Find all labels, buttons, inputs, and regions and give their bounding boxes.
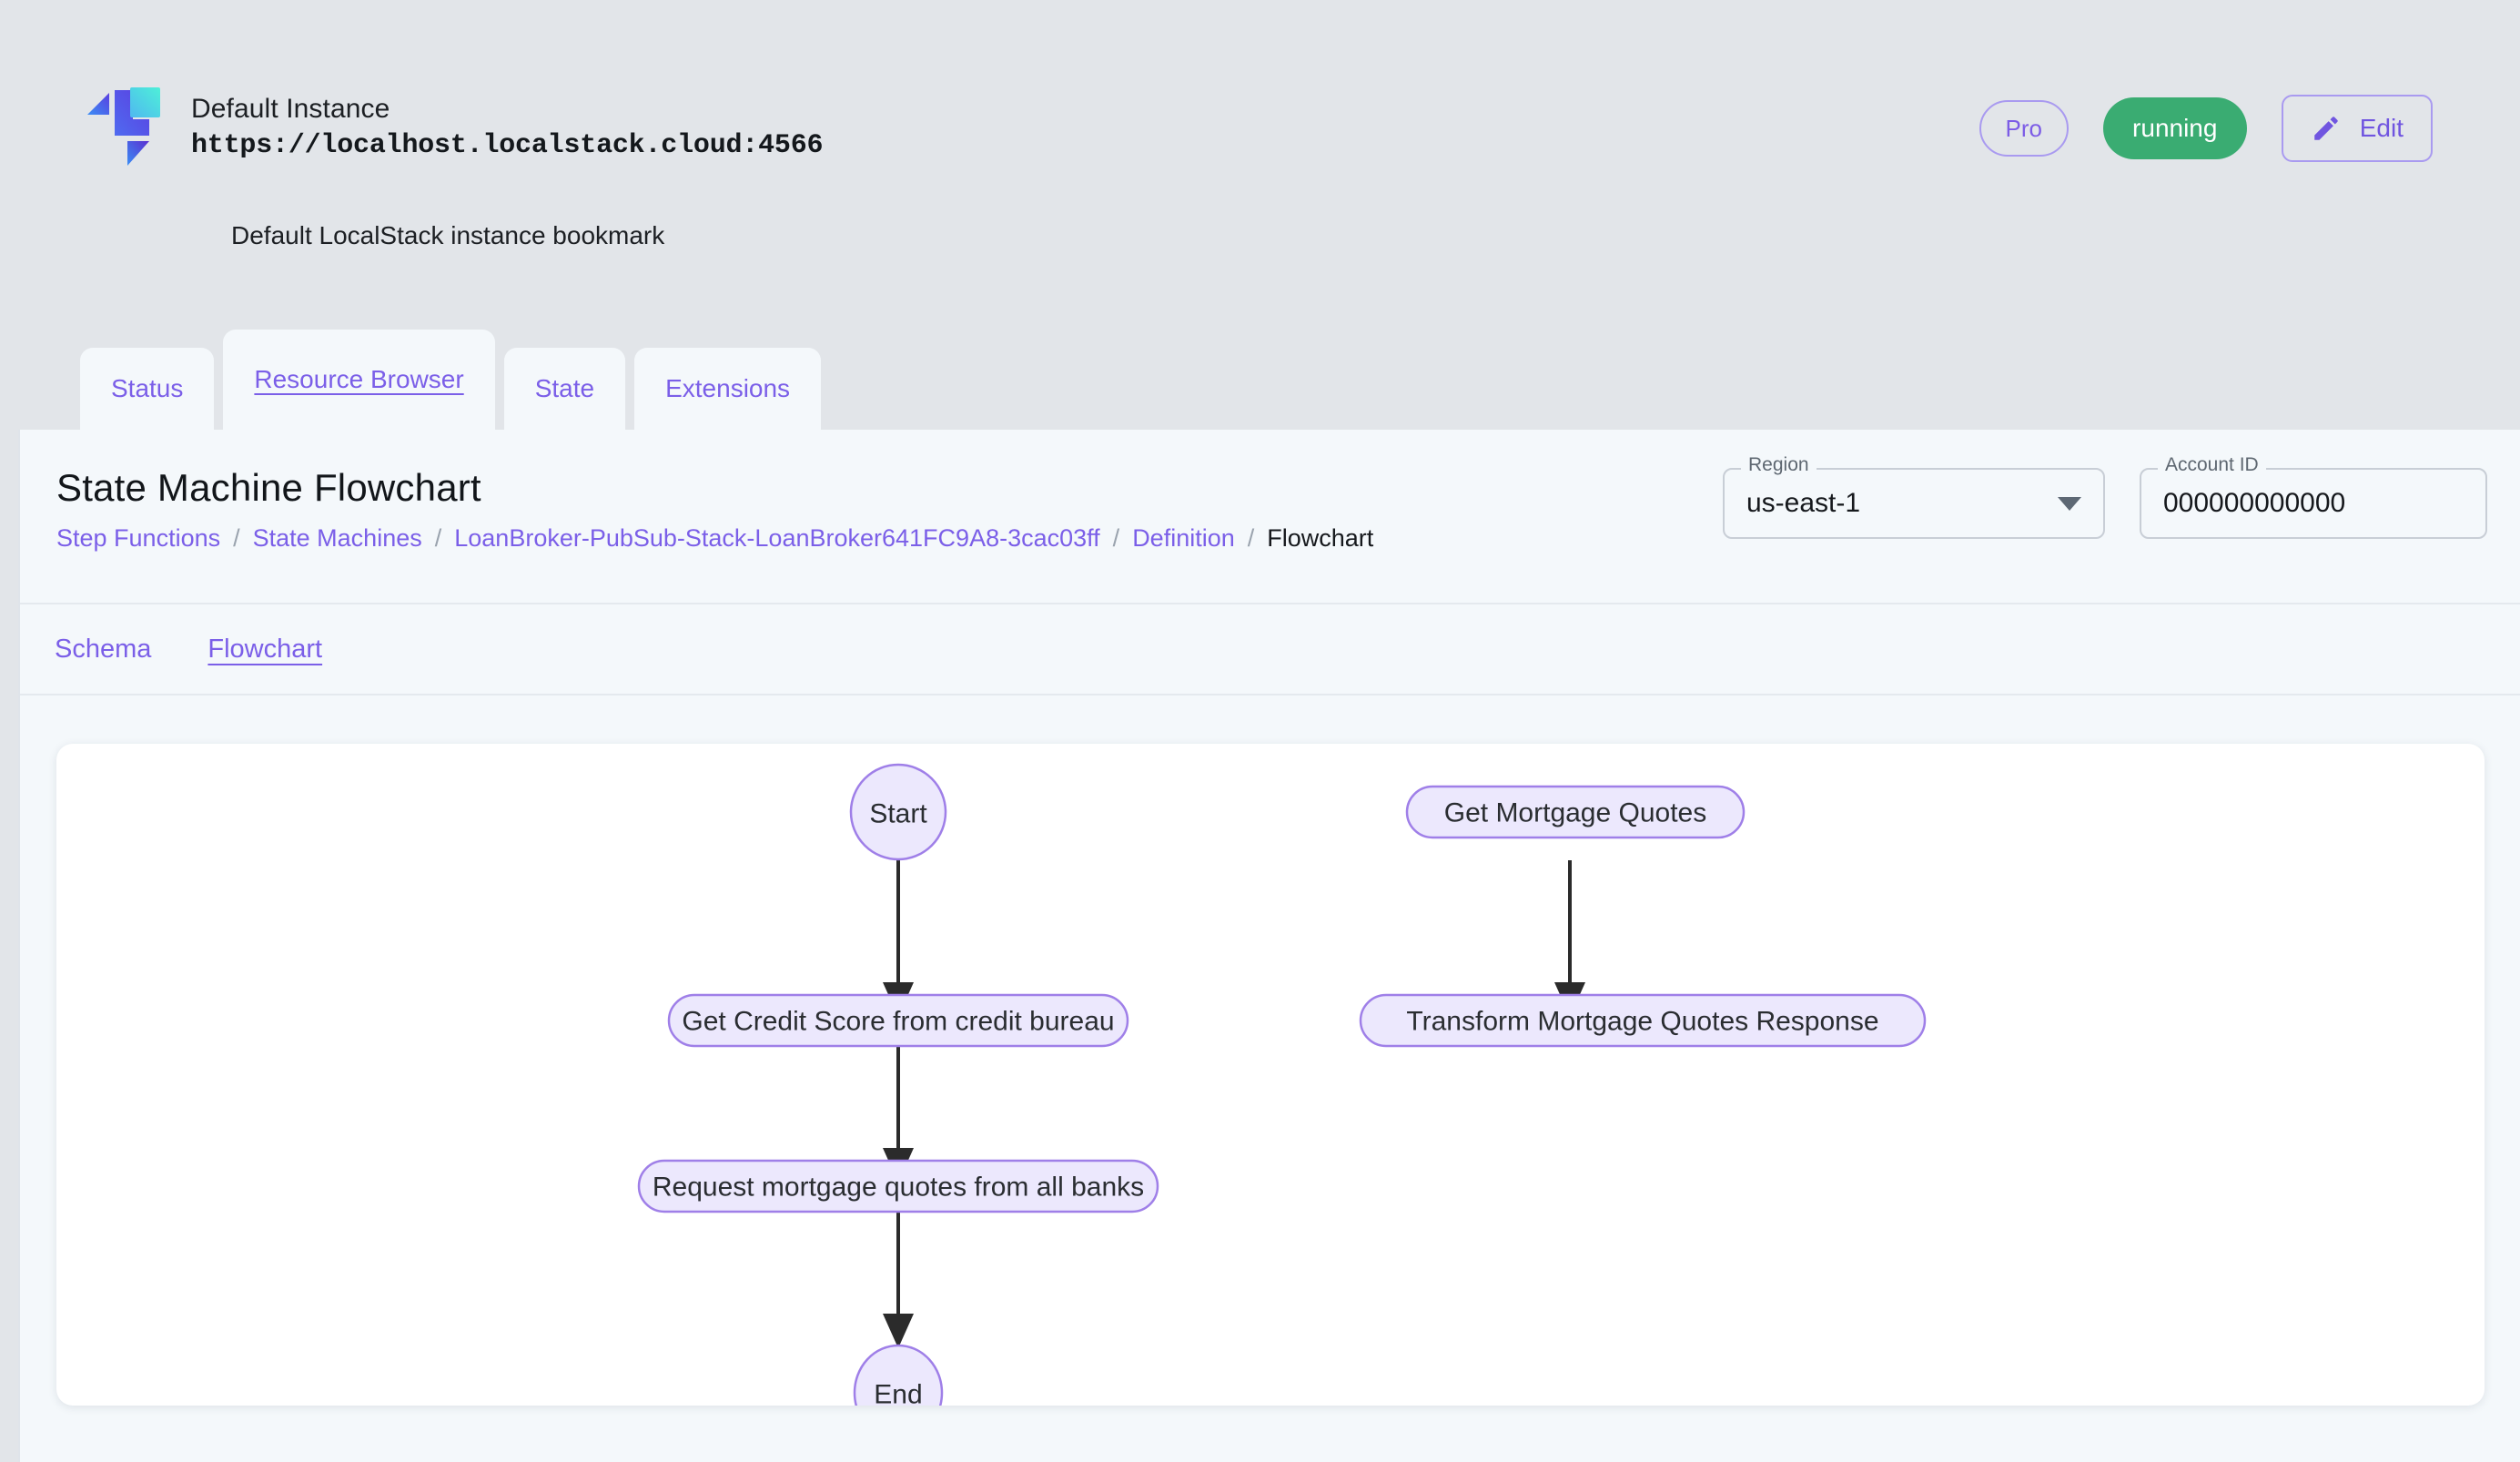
chevron-down-icon (2058, 496, 2081, 511)
node-shape-stadium (1359, 993, 1927, 1048)
content-panel: State Machine Flowchart Step Functions /… (18, 430, 2520, 1462)
subtab-schema[interactable]: Schema (55, 634, 152, 664)
breadcrumb: Step Functions / State Machines / LoanBr… (56, 524, 1373, 553)
tab-resource-browser[interactable]: Resource Browser (223, 330, 495, 430)
flow-node-get-mortgage-quotes[interactable]: Get Mortgage Quotes (1405, 785, 1746, 839)
localstack-logo-icon (87, 87, 160, 166)
filters: Region us-east-1 Account ID 000000000000 (1723, 455, 2487, 539)
account-id-value: 000000000000 (2163, 488, 2346, 518)
account-id-field: Account ID 000000000000 (2140, 455, 2487, 539)
tab-status[interactable]: Status (80, 348, 215, 430)
node-shape-stadium (637, 1159, 1159, 1213)
breadcrumb-item-state-machine-name[interactable]: LoanBroker-PubSub-Stack-LoanBroker641FC9… (454, 524, 1100, 552)
app-header: Default Instance https://localhost.local… (0, 0, 2520, 430)
state-machine-flowchart: Start Get Credit Score from credit burea… (637, 763, 1927, 1406)
region-label: Region (1741, 455, 1817, 474)
breadcrumb-separator: / (1112, 524, 1120, 552)
flow-node-transform-mortgage-quotes-response[interactable]: Transform Mortgage Quotes Response (1359, 993, 1927, 1048)
instance-url: https://localhost.localstack.cloud:4566 (191, 130, 824, 161)
flowchart-card: Start Get Credit Score from credit burea… (56, 744, 2485, 1406)
subtab-flowchart[interactable]: Flowchart (207, 634, 323, 664)
edit-button[interactable]: Edit (2281, 95, 2433, 162)
pro-badge[interactable]: Pro (1979, 100, 2069, 157)
pencil-icon (2314, 117, 2338, 140)
instance-name: Default Instance (191, 94, 390, 124)
main-tabs: Status Resource Browser State Extensions (0, 330, 2520, 430)
breadcrumb-item-definition[interactable]: Definition (1132, 524, 1235, 552)
edge-arrowhead (883, 1314, 914, 1348)
node-shape-stadium (667, 993, 1129, 1048)
tab-state-label: State (534, 374, 595, 402)
tab-extensions-label: Extensions (665, 374, 791, 402)
breadcrumb-separator: / (434, 524, 442, 552)
flow-edges (883, 860, 1585, 1348)
edit-button-label: Edit (2359, 114, 2404, 142)
instance-description: Default LocalStack instance bookmark (231, 221, 665, 249)
flow-node-end-label: End (874, 1380, 922, 1406)
breadcrumb-separator: / (233, 524, 240, 552)
region-field: Region us-east-1 (1723, 455, 2105, 539)
tab-extensions[interactable]: Extensions (634, 348, 822, 430)
account-id-input[interactable]: 000000000000 (2140, 468, 2487, 539)
node-shape-stadium (1405, 785, 1746, 839)
panel-header: State Machine Flowchart Step Functions /… (20, 430, 2520, 604)
node-shape-ellipse (853, 1344, 944, 1406)
tab-resource-browser-label: Resource Browser (254, 365, 464, 393)
status-badge[interactable]: running (2102, 97, 2247, 159)
sub-tabs: Schema Flowchart (20, 604, 2520, 695)
page-title: State Machine Flowchart (56, 466, 481, 509)
tab-status-label: Status (111, 374, 184, 402)
breadcrumb-separator: / (1247, 524, 1255, 552)
flow-node-start[interactable]: Start (849, 763, 947, 861)
flow-node-get-credit-score[interactable]: Get Credit Score from credit bureau (667, 993, 1129, 1048)
breadcrumb-item-state-machines[interactable]: State Machines (252, 524, 422, 552)
instance-summary: Default Instance https://localhost.local… (87, 84, 824, 171)
breadcrumb-item-flowchart: Flowchart (1267, 524, 1374, 552)
region-select[interactable]: us-east-1 (1723, 468, 2105, 539)
flow-node-request-mortgage-quotes-label: Request mortgage quotes from all banks (653, 1173, 1144, 1203)
tab-state[interactable]: State (503, 348, 626, 430)
breadcrumb-item-step-functions[interactable]: Step Functions (56, 524, 221, 552)
flow-node-request-mortgage-quotes[interactable]: Request mortgage quotes from all banks (637, 1159, 1159, 1213)
node-shape-ellipse (849, 763, 947, 861)
flow-node-start-label: Start (869, 799, 927, 829)
flow-node-end[interactable]: End (853, 1344, 944, 1406)
flow-node-get-credit-score-label: Get Credit Score from credit bureau (682, 1007, 1114, 1037)
region-value: us-east-1 (1746, 488, 1861, 518)
header-actions: Pro running Edit (1979, 95, 2433, 162)
flow-node-transform-mortgage-quotes-response-label: Transform Mortgage Quotes Response (1406, 1007, 1878, 1037)
flow-node-get-mortgage-quotes-label: Get Mortgage Quotes (1444, 798, 1707, 828)
account-id-label: Account ID (2158, 455, 2266, 474)
